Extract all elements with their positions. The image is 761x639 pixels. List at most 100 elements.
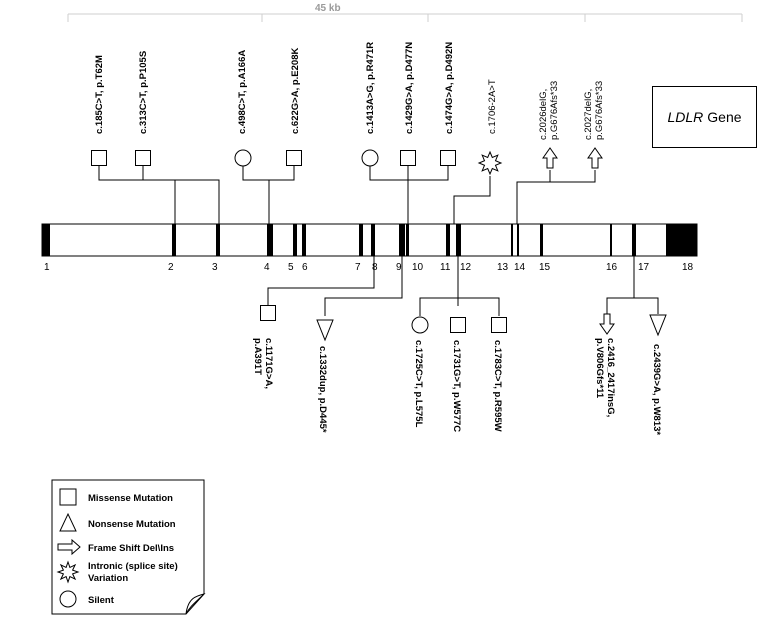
exon-label: 18 [682,262,694,273]
exon-label: 14 [514,262,526,273]
legend-item: Intronic (splice site)Variation [56,560,178,584]
legend-label: Intronic (splice site) [88,561,178,572]
variant-label: c.2416_2417insG, [605,338,616,417]
exon-6 [302,224,306,256]
legend-item: Silent [59,590,115,608]
connector-line [419,297,500,316]
variant-label: p.G676Afs*33 [594,81,605,140]
legend-label: Missense Mutation [88,493,173,504]
gene-name: LDLR [667,109,704,125]
exon-label: 1 [44,262,50,273]
exon-15 [540,224,543,256]
arrowUp-symbol [542,147,558,169]
connector-line [324,256,403,316]
variant-label: p.G676Afs*33 [549,81,560,140]
legend-item: Frame Shift Del\Ins [57,538,174,556]
variant-label: c.1429G>A, p.D477N [404,42,415,134]
arrowUp-symbol [587,147,603,169]
exon-label: 2 [168,262,174,273]
arrow-icon [57,538,81,556]
exon-label: 11 [440,262,451,273]
legend-label: Variation [88,573,128,584]
scale-ruler: 45 kb [67,3,743,22]
exon-label: 3 [212,262,218,273]
square-symbol [491,317,507,333]
variant-label: c.2026delG, [538,89,549,140]
circle-symbol [361,149,379,167]
square-symbol [260,305,276,321]
square-symbol [450,317,466,333]
exon-12 [456,224,461,256]
variant-label: c.1332dup, p.D445* [317,346,328,433]
variant-label: c.1474G>A, p.D492N [444,42,455,134]
exon-17 [632,224,636,256]
exon-label: 12 [460,262,472,273]
variant-label: c.1413A>G, p.R471R [365,42,376,134]
gene-suffix: Gene [707,109,742,125]
triangle-icon [59,512,77,532]
connector-line [606,256,635,314]
exon-5 [293,224,297,256]
exon-label: 16 [606,262,618,273]
exon-18 [666,224,697,256]
variant-label: c.1171G>A, [263,338,274,389]
exon-label: 10 [412,262,424,273]
exon-11 [446,224,450,256]
legend-label: Silent [88,595,115,606]
exon-4 [267,224,273,256]
variant-label: p.V806Gfs*11 [594,338,605,399]
exon-label: 13 [497,262,509,273]
triDown-symbol [649,314,667,337]
circle-symbol [411,316,429,334]
exon-16 [610,224,612,256]
gene-label-box: LDLR Gene [652,86,757,148]
connector-line [267,256,375,306]
exon-1 [42,224,50,256]
exon-3 [216,224,220,256]
circle-symbol [234,149,252,167]
variant-label: p.A391T [252,338,263,375]
connector-line [142,166,220,224]
square-symbol [286,150,302,166]
exon-label: 15 [539,262,551,273]
exon-7 [359,224,363,256]
exon-label: 6 [302,262,308,273]
connector-line [369,166,449,181]
connector-line [98,166,176,224]
square-symbol [400,150,416,166]
star-icon [56,560,80,584]
exon-13 [511,224,513,256]
square-symbol [135,150,151,166]
variant-label: c.622G>A, p.E208K [290,48,301,134]
variant-label: c.2027delG, [583,89,594,140]
exon-10 [406,224,409,256]
square-symbol [440,150,456,166]
variant-label: c.1783C>T, p.R595W [492,340,503,432]
square-symbol [91,150,107,166]
exon-label: 17 [638,262,650,273]
exon-8 [371,224,375,256]
triDown-symbol [316,319,334,342]
exon-14 [517,224,519,256]
variant-label: c.185C>T, p.T62M [94,55,105,134]
legend-item: Missense Mutation [59,488,173,506]
star-symbol [477,150,503,176]
connector-line [242,166,295,181]
connector-line [516,170,596,224]
exon-label: 8 [372,262,378,273]
exon-label: 4 [264,262,270,273]
legend-label: Frame Shift Del\Ins [88,543,174,554]
variant-label: c.2439G>A, p.W813* [651,344,662,435]
variant-label: c.498C>T, p.A166A [237,50,248,134]
circle-icon [59,590,77,608]
exon-9 [399,224,405,256]
exon-label: 5 [288,262,294,273]
square-icon [59,488,77,506]
arrowDown-symbol [599,313,615,335]
legend-label: Nonsense Mutation [88,519,176,530]
variant-label: c.1725C>T, p.L575L [413,340,424,428]
variant-label: c.1706-2A>T [487,79,498,134]
connector-line [453,176,491,224]
